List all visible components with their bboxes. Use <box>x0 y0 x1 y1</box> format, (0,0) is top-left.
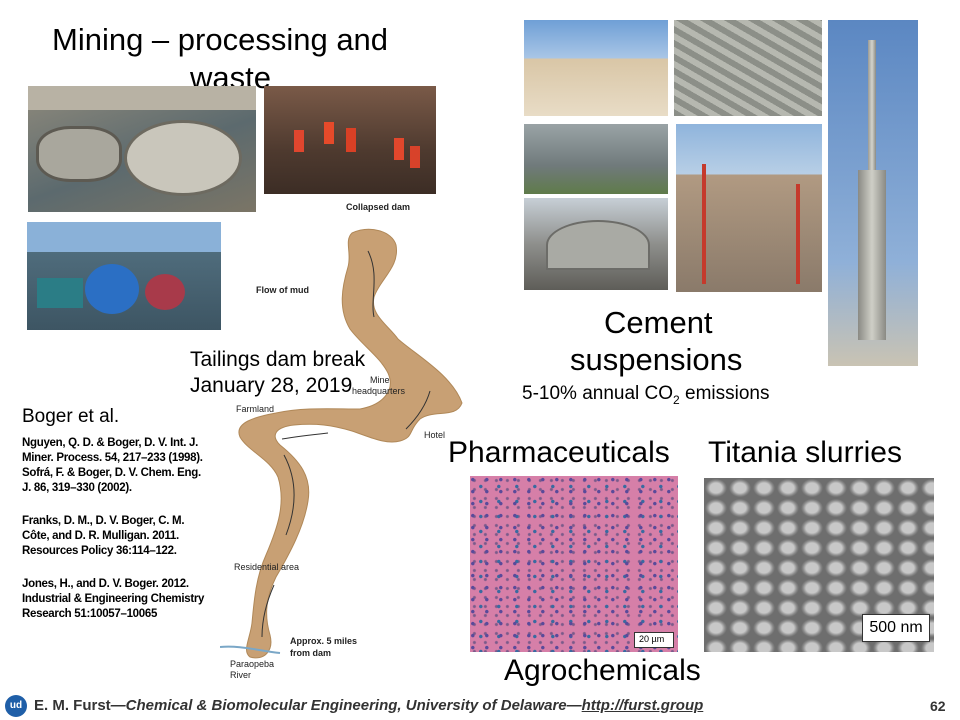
map-label-from-dam: from dam <box>290 648 332 658</box>
cement-line2: suspensions <box>570 342 743 377</box>
footer-credit: E. M. Furst—Chemical & Biomolecular Engi… <box>34 697 704 714</box>
slide-title-line1: Mining – processing and <box>52 22 389 57</box>
dam-spillway-photo <box>524 124 668 194</box>
footer-url-link[interactable]: http://furst.group <box>581 697 704 714</box>
map-label-collapsed-dam: Collapsed dam <box>346 202 411 212</box>
map-label-approx: Approx. 5 miles <box>290 636 358 646</box>
footer-department: Chemical & Biomolecular Engineering, Uni… <box>125 697 567 714</box>
ref-line: Côte, and D. R. Mulligan. 2011. <box>22 530 179 542</box>
scale-bar-500nm: 500 nm <box>862 614 930 642</box>
map-label-hotel: Hotel <box>424 430 446 440</box>
boger-heading: Boger et al. <box>22 406 120 427</box>
university-logo-icon: ud <box>5 695 27 717</box>
agrochemicals-heading: Agrochemicals <box>504 654 701 687</box>
titania-sem-image: 500 nm <box>704 478 934 652</box>
pharmaceutical-micrograph: 20 µm <box>470 476 678 652</box>
highway-interchange-photo <box>674 20 822 116</box>
tailings-line1: Tailings dam break <box>190 348 366 371</box>
map-label-river: River <box>230 670 252 680</box>
co2-emissions-text: 5-10% annual CO2 emissions <box>522 383 770 407</box>
ref-line: J. 86, 319–330 (2002). <box>22 482 132 494</box>
titania-slurries-heading: Titania slurries <box>708 436 902 469</box>
scale-label-20um: 20 µm <box>639 634 665 644</box>
plaza-building-photo <box>524 20 668 116</box>
ref-line: Miner. Process. 54, 217–233 (1998). <box>22 452 203 464</box>
scale-label-500nm: 500 nm <box>869 619 923 636</box>
ref-line: Nguyen, Q. D. & Boger, D. V. Int. J. <box>22 437 199 449</box>
dome-building-photo <box>524 198 668 290</box>
construction-site-photo <box>676 124 822 292</box>
ref-line: Sofrá, F. & Boger, D. V. Chem. Eng. <box>22 467 201 479</box>
pharmaceuticals-heading: Pharmaceuticals <box>448 436 670 469</box>
slide-footer: ud E. M. Furst—Chemical & Biomolecular E… <box>0 692 960 720</box>
map-label-mine: Mine <box>370 375 390 385</box>
ref-line: Jones, H., and D. V. Boger. 2012. <box>22 578 189 590</box>
map-label-headquarters: headquarters <box>352 386 406 396</box>
ref-line: Resources Policy 36:114–122. <box>22 545 177 557</box>
cement-line1: Cement <box>604 305 713 340</box>
footer-name: E. M. Furst <box>34 697 111 714</box>
ref-line: Franks, D. M., D. V. Boger, C. M. <box>22 515 185 527</box>
rescue-workers-photo <box>264 86 436 194</box>
map-label-flow-of-mud: Flow of mud <box>256 285 309 295</box>
skyscraper-photo <box>828 20 918 366</box>
mud-flow-area <box>238 229 463 659</box>
mining-plant-photo <box>28 86 256 212</box>
pump-equipment-photo <box>27 222 221 330</box>
page-number: 62 <box>930 698 946 714</box>
ref-line: Industrial & Engineering Chemistry <box>22 593 205 605</box>
map-label-residential: Residential area <box>234 562 300 572</box>
ref-line: Research 51:10057–10065 <box>22 608 158 620</box>
map-label-paraopeba: Paraopeba <box>230 659 275 669</box>
tailings-map <box>220 229 463 659</box>
map-label-farmland: Farmland <box>236 404 275 414</box>
tailings-line2: January 28, 2019 <box>190 374 353 397</box>
scale-bar-20um: 20 µm <box>634 632 674 648</box>
